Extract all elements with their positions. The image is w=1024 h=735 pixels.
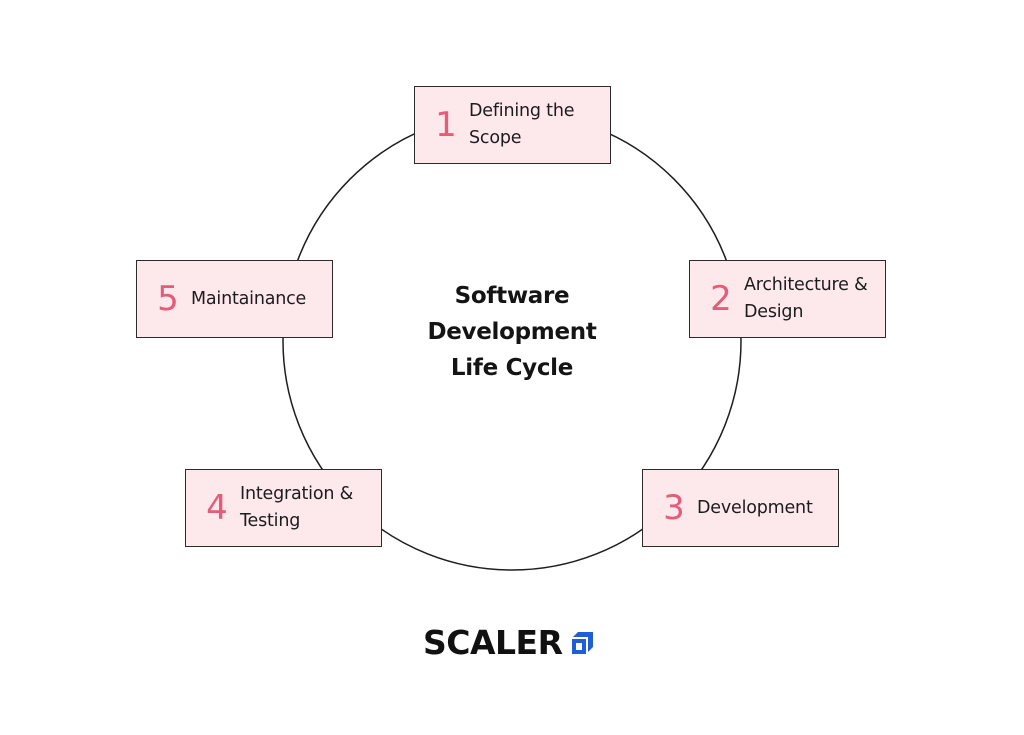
step-number: 1	[435, 105, 457, 145]
center-title-line-1: Software	[454, 283, 570, 309]
step-label: Architecture & Design	[744, 272, 868, 326]
step-label-line: Development	[697, 497, 813, 518]
scaler-cube-icon	[571, 632, 593, 654]
step-label-line: Maintainance	[191, 288, 307, 309]
step-number: 4	[206, 488, 228, 528]
step-number: 3	[663, 488, 685, 528]
step-box-5: 5 Maintainance	[136, 260, 333, 338]
step-number: 5	[157, 279, 179, 319]
step-number: 2	[710, 279, 732, 319]
step-label: Integration & Testing	[240, 481, 353, 535]
step-box-1: 1 Defining the Scope	[414, 86, 611, 164]
step-label-line: Scope	[469, 128, 522, 148]
step-label: Development	[697, 495, 813, 522]
step-box-2: 2 Architecture & Design	[689, 260, 886, 338]
step-label-line: Defining the	[469, 101, 575, 121]
step-label-line: Design	[744, 302, 804, 322]
step-label-line: Testing	[240, 511, 301, 531]
step-box-4: 4 Integration & Testing	[185, 469, 382, 547]
step-label-line: Integration &	[240, 484, 354, 504]
logo-wordmark: SCALER	[423, 622, 563, 662]
center-title-line-2: Development	[427, 319, 597, 345]
center-title: Software Development Life Cycle	[412, 278, 612, 386]
step-label-line: Architecture &	[744, 275, 868, 295]
step-label: Defining the Scope	[469, 98, 575, 152]
scaler-logo: SCALER	[423, 620, 595, 664]
step-box-3: 3 Development	[642, 469, 839, 547]
step-label: Maintainance	[191, 286, 306, 313]
center-title-line-3: Life Cycle	[450, 355, 574, 381]
